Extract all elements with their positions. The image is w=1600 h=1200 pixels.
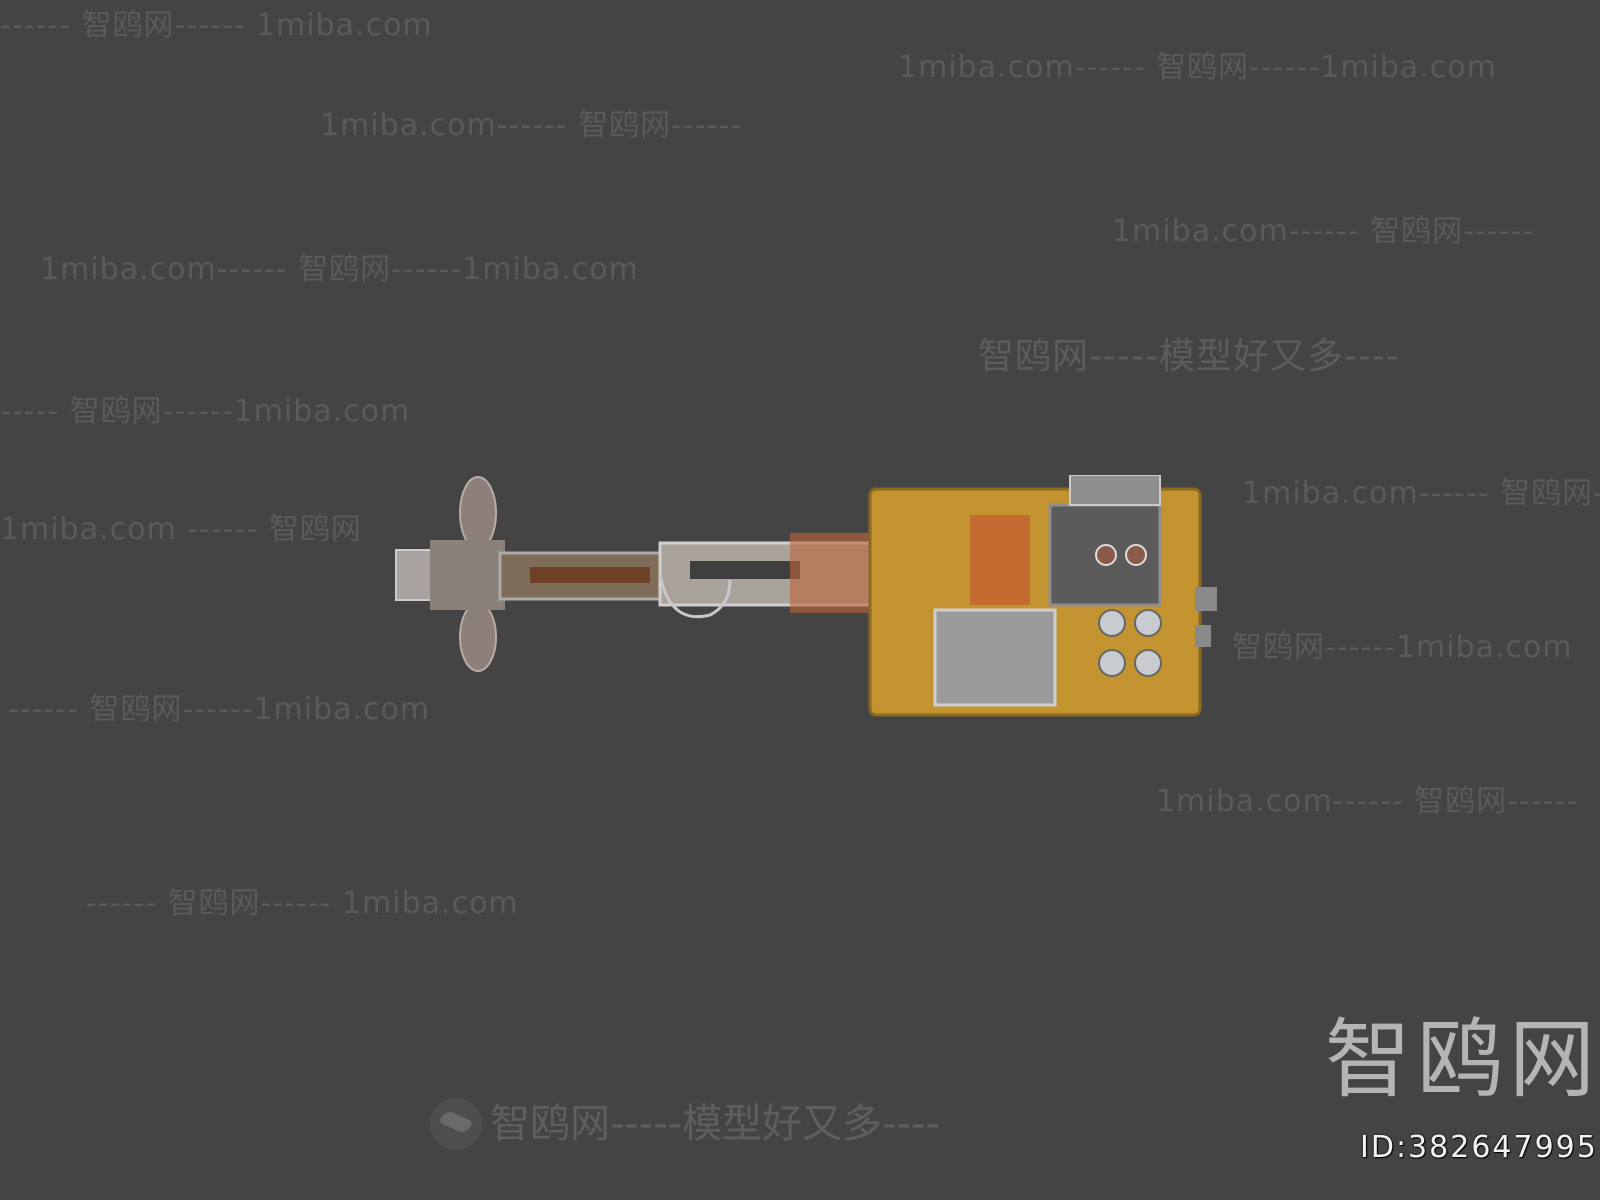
watermark: 1miba.com------ 智鸥网------ — [1156, 784, 1579, 819]
boom-base — [970, 515, 1030, 605]
watermark: 智鸥网------1miba.com — [1232, 630, 1573, 665]
vent-grille — [1069, 475, 1161, 506]
watermark: 智鸥网-----模型好又多---- — [978, 336, 1400, 377]
light — [1098, 609, 1126, 637]
watermark: ------ 智鸥网------1miba.com — [8, 692, 431, 727]
bucket-head — [395, 549, 437, 601]
excavator-3d-model — [395, 475, 1217, 717]
bucket-tooth-top — [459, 476, 497, 550]
watermark: ------ 智鸥网------ 1miba.com — [86, 886, 519, 921]
boom-cylinder-rod — [690, 561, 800, 579]
bucket-tooth-bottom — [459, 602, 497, 672]
brand-logo: 智鸥网 — [1325, 1010, 1600, 1110]
bucket-joint — [430, 540, 505, 610]
watermark: 1miba.com------ 智鸥网------ — [1112, 214, 1535, 249]
light — [1134, 649, 1162, 677]
side-bracket — [1195, 625, 1211, 647]
bottom-slogan: 智鸥网-----模型好又多---- — [430, 1098, 940, 1150]
exhaust-pipe — [1125, 544, 1147, 566]
watermark: 1miba.com------ 智鸥网------1miba.com — [40, 252, 639, 287]
watermark: 1miba.com------ 智鸥网- — [1242, 476, 1600, 511]
exhaust-pipe — [1095, 544, 1117, 566]
arm-cylinder — [530, 567, 650, 583]
boom-rust-trim — [790, 533, 870, 613]
cabin — [933, 608, 1057, 707]
watermark: ----- 智鸥网------1miba.com — [0, 394, 411, 429]
watermark: ------ 智鸥网------ 1miba.com — [0, 8, 433, 43]
watermark: 1miba.com------ 智鸥网------1miba.com — [898, 50, 1497, 85]
watermark: 1miba.com------ 智鸥网------ — [320, 108, 743, 143]
side-bracket — [1195, 587, 1217, 611]
bird-logo-icon — [430, 1098, 482, 1150]
watermark: 1miba.com ------ 智鸥网 — [0, 512, 362, 547]
slogan-text: 智鸥网-----模型好又多---- — [490, 1101, 940, 1147]
light — [1134, 609, 1162, 637]
hose-loop — [658, 574, 732, 619]
light — [1098, 649, 1126, 677]
model-id: ID:382647995 — [1360, 1130, 1598, 1165]
